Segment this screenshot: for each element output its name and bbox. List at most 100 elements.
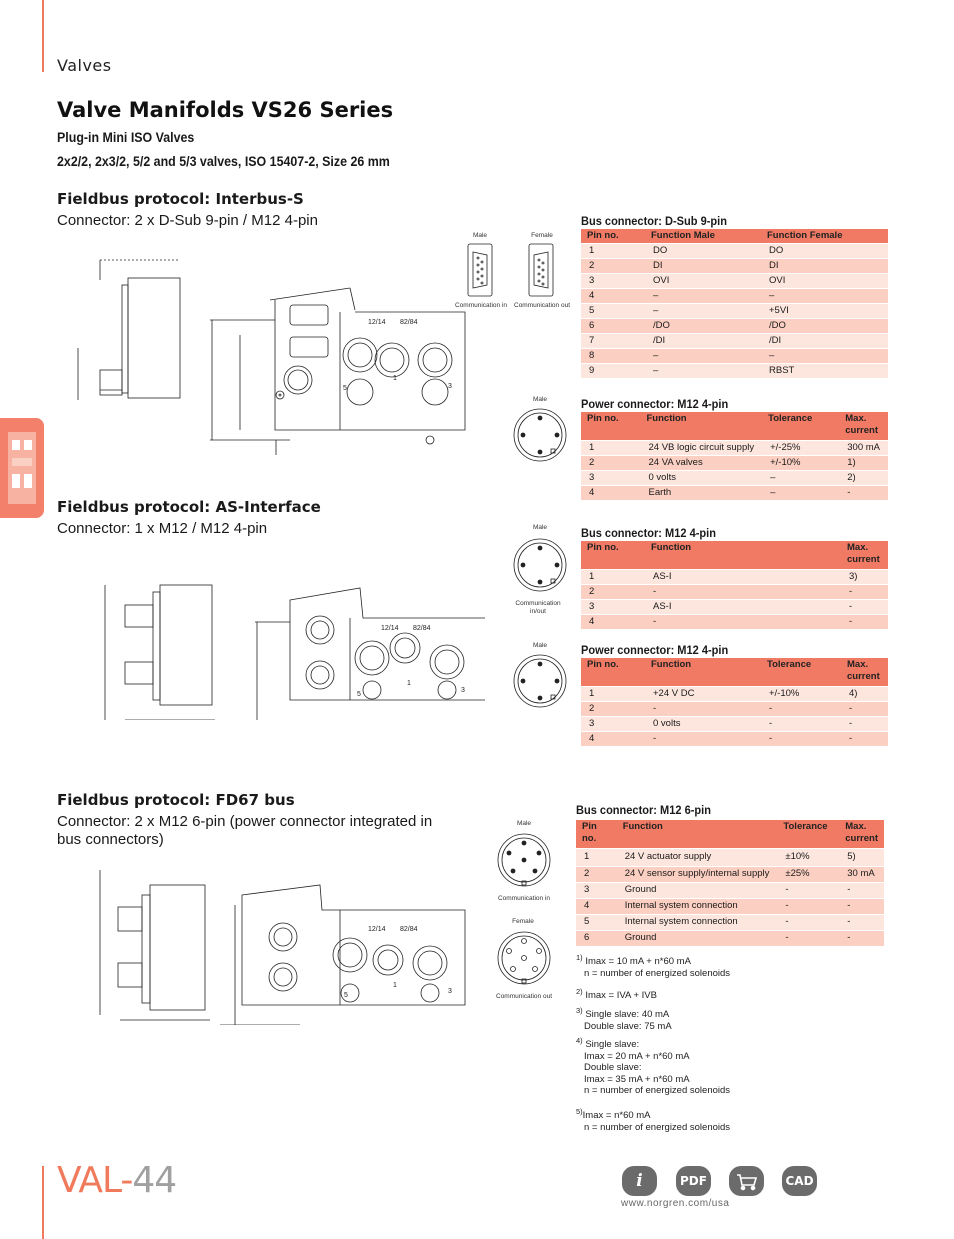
footnote-5: 5)Imax = n*60 mA n = number of energized… xyxy=(576,1107,731,1133)
col-header: Max. current xyxy=(841,541,888,569)
pdf-icon[interactable]: PDF xyxy=(676,1166,711,1196)
interbus-port-a-label: 12/14 xyxy=(368,319,386,326)
table-row: 5–+5VI xyxy=(581,303,888,319)
fd67-male-label: Male xyxy=(516,820,532,827)
subtitle-plugin: Plug-in Mini ISO Valves xyxy=(57,130,195,145)
interbus-port1-label: 1 xyxy=(393,375,397,382)
footnote-1: 1) Imax = 10 mA + n*60 mA n = number of … xyxy=(576,953,731,979)
col-header xyxy=(761,541,841,569)
asi-port-b-label: 82/84 xyxy=(413,625,431,632)
page-num: 44 xyxy=(132,1160,177,1201)
dsub-male-icon xyxy=(467,243,493,297)
table-row: 2--- xyxy=(581,700,888,716)
m12-4pin-male-icon xyxy=(513,538,567,592)
footnote-4: 4) Single slave: Imax = 20 mA + n*60 mA … xyxy=(576,1036,731,1097)
dsub-comm-out-label: Communication out xyxy=(514,302,570,309)
col-header: Tolerance xyxy=(777,820,840,848)
col-header: Function xyxy=(645,658,761,686)
interbus-drawing: 12/14 82/84 5 1 3 xyxy=(77,259,466,455)
website-link[interactable]: www.norgren.com/usa xyxy=(621,1198,730,1209)
side-tab-pattern-icon xyxy=(8,432,36,504)
col-header: Tolerance xyxy=(761,658,841,686)
asi-power-table-title: Power connector: M12 4-pin xyxy=(581,643,729,657)
table-row: 6/DO/DO xyxy=(581,318,888,334)
col-header: Max. current xyxy=(839,820,884,848)
col-header: Function xyxy=(616,820,778,848)
interbus-port3-label: 3 xyxy=(448,383,452,390)
page-title: Valve Manifolds VS26 Series xyxy=(57,98,394,122)
col-header: Max. current xyxy=(841,658,888,686)
table-row: 1+24 V DC+/-10%4) xyxy=(581,685,888,701)
interbus-bus-table-title: Bus connector: D-Sub 9-pin xyxy=(581,214,727,228)
col-header: Function Female xyxy=(761,229,888,244)
interbus-title: Fieldbus protocol: Interbus-S xyxy=(57,190,304,208)
cart-icon[interactable] xyxy=(729,1166,764,1196)
col-header: Pin no. xyxy=(581,412,641,440)
table-row: 4–– xyxy=(581,288,888,304)
interbus-port-b-label: 82/84 xyxy=(400,319,418,326)
asi-port3-label: 3 xyxy=(461,687,465,694)
col-header: Pin no. xyxy=(576,820,617,848)
page-prefix: VAL- xyxy=(57,1160,133,1201)
table-row: 2-- xyxy=(581,583,888,599)
info-icon[interactable]: i xyxy=(622,1166,657,1196)
col-header: Function Male xyxy=(645,229,761,244)
table-row: 9–RBST xyxy=(581,363,888,378)
page-number: VAL-44 xyxy=(57,1160,177,1201)
asi-port5-label: 5 xyxy=(357,691,361,698)
asi-title: Fieldbus protocol: AS-Interface xyxy=(57,498,321,516)
top-accent-line xyxy=(42,0,44,72)
cad-icon[interactable]: CAD xyxy=(782,1166,817,1196)
footnote-2: 2) Imax = IVA + IVB xyxy=(576,987,657,1002)
asi-male-label: Male xyxy=(532,524,548,531)
asi-port-a-label: 12/14 xyxy=(381,625,399,632)
col-header: Pin no. xyxy=(581,229,645,244)
fd67-drawing: 12/14 82/84 5 1 3 xyxy=(99,870,466,1025)
fd67-port1-label: 1 xyxy=(393,982,397,989)
table-row: 7/DI/DI xyxy=(581,333,888,349)
table-row: 4--- xyxy=(581,730,888,746)
interbus-power-table-title: Power connector: M12 4-pin xyxy=(581,397,729,411)
fd67-port5-label: 5 xyxy=(344,992,348,999)
dsub-female-label: Female xyxy=(531,232,553,239)
fd67-connector: Connector: 2 x M12 6-pin (power connecto… xyxy=(57,813,433,848)
col-header: Pin no. xyxy=(581,541,645,569)
fd67-port3-label: 3 xyxy=(448,988,452,995)
asi-bus-table-title: Bus connector: M12 4-pin xyxy=(581,526,716,540)
fd67-port-b-label: 82/84 xyxy=(400,926,418,933)
col-header: Function xyxy=(640,412,763,440)
col-header: Tolerance xyxy=(762,412,840,440)
dsub-female-icon xyxy=(528,243,554,297)
col-header: Max. current xyxy=(839,412,888,440)
dsub-male-label: Male xyxy=(472,232,488,239)
table-row: 4-- xyxy=(581,613,888,629)
subtitle-valves: 2x2/2, 2x3/2, 5/2 and 5/3 valves, ISO 15… xyxy=(57,154,390,169)
m12-power-male-label: Male xyxy=(532,396,548,403)
fd67-port-a-label: 12/14 xyxy=(368,926,386,933)
footnote-3: 3) Single slave: 40 mA Double slave: 75 … xyxy=(576,1006,672,1032)
asi-port1-label: 1 xyxy=(407,680,411,687)
interbus-port5-label: 5 xyxy=(343,385,347,392)
col-header: Pin no. xyxy=(581,658,645,686)
asi-connector: Connector: 1 x M12 / M12 4-pin xyxy=(57,520,268,537)
dsub-comm-in-label: Communication in xyxy=(454,302,508,309)
table-row: 8–– xyxy=(581,348,888,364)
fd67-comm-in-label: Communication in xyxy=(497,895,551,902)
